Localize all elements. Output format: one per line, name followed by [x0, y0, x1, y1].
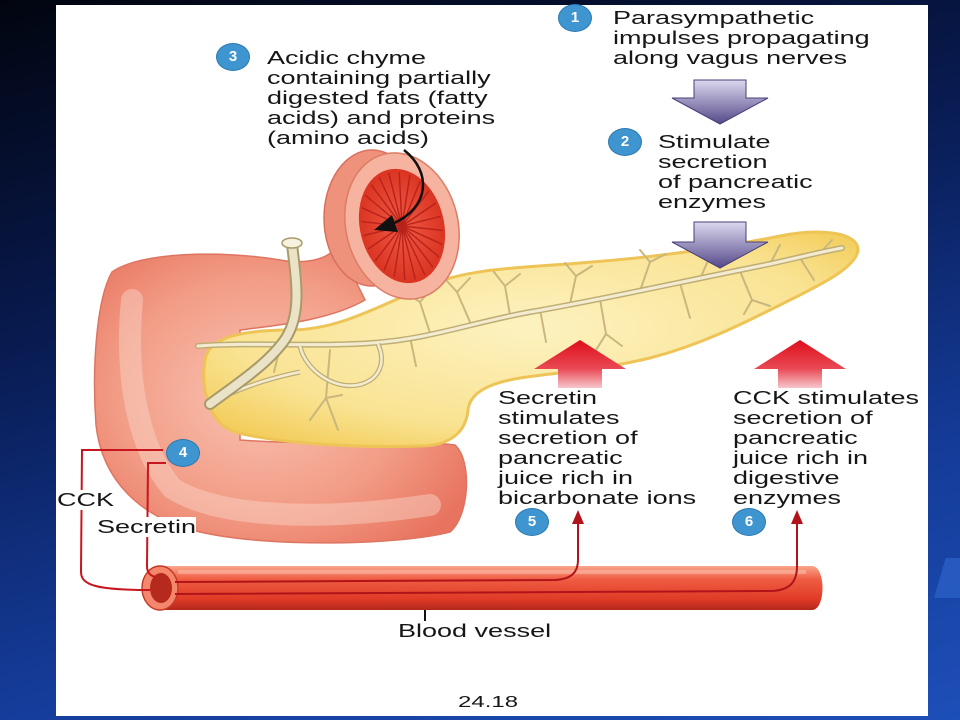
blood-vessel: [141, 565, 823, 611]
step-6-badge: 6: [733, 509, 765, 535]
secretin-label: Secretin: [97, 517, 197, 537]
bile-duct: [206, 240, 301, 408]
cck-transport-arrowhead: [791, 510, 803, 524]
step-5-badge: 5: [516, 509, 548, 535]
main-pancreatic-duct: [196, 246, 844, 348]
secretin-transport-arrowhead: [572, 510, 584, 524]
step-2-text: Stimulate secretion of pancreatic enzyme…: [658, 132, 813, 212]
chyme-entry-arrowhead: [374, 215, 398, 232]
step-3-badge: 3: [217, 44, 249, 70]
blood-vessel-highlight: [178, 570, 806, 574]
step-5-text: Secretin stimulates secretion of pancrea…: [498, 388, 697, 508]
blood-vessel-body: [160, 566, 823, 610]
cck-transport-path: [174, 522, 798, 595]
step-2-badge: 2: [609, 129, 641, 155]
step-1-text: Parasympathetic impulses propagating alo…: [613, 8, 870, 68]
secretin-action-arrow: [534, 340, 626, 388]
blood-vessel-lumen: [150, 573, 172, 603]
figure-number: 24.18: [458, 694, 519, 711]
step-1-badge: 1: [559, 5, 591, 31]
cck-release-path: [79, 449, 163, 591]
cck-label: CCK: [57, 490, 115, 510]
duodenum-cross-section: [323, 149, 460, 300]
duodenum-body: [93, 243, 468, 544]
step-6-text: CCK stimulates secretion of pancreatic j…: [733, 388, 920, 508]
vagus-stimulus-arrow: [671, 79, 769, 125]
secretin-transport-path: [174, 522, 579, 583]
cck-action-arrow: [754, 340, 846, 388]
secretin-release-path: [145, 462, 166, 578]
duodenum-highlight: [119, 289, 441, 526]
bile-duct-opening: [281, 237, 303, 249]
step-3-text: Acidic chyme containing partially digest…: [267, 48, 496, 148]
blood-vessel-label: Blood vessel: [398, 621, 552, 641]
step-4-badge: 4: [167, 440, 199, 466]
enzyme-secretion-arrow: [671, 221, 769, 269]
chyme-entry-arrow: [391, 149, 425, 226]
